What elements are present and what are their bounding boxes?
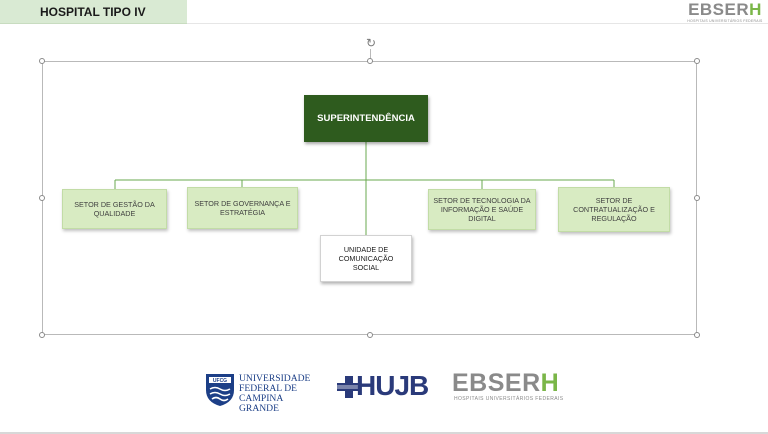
rotate-handle-stem: [370, 49, 371, 59]
ebserh-logo-suffix: H: [749, 0, 762, 19]
ufcg-shield-icon: UFCG: [206, 374, 234, 406]
hujb-logo: HUJB: [336, 370, 440, 404]
slide-title: HOSPITAL TIPO IV: [0, 0, 187, 24]
ufcg-line-2: FEDERAL DE: [239, 383, 298, 394]
resize-handle-bottom-left[interactable]: [39, 332, 45, 338]
hujb-logo-text: HUJB: [356, 370, 429, 401]
org-box-gestao-qualidade[interactable]: SETOR DE GESTÃO DA QUALIDADE: [62, 189, 167, 229]
ebserh-logo-tagline: HOSPITAIS UNIVERSITÁRIOS FEDERAIS: [687, 19, 763, 23]
resize-handle-right[interactable]: [694, 195, 700, 201]
org-box-comunicacao-social[interactable]: UNIDADE DE COMUNICAÇÃO SOCIAL: [320, 235, 412, 282]
header-divider: [187, 23, 768, 24]
ebserh-bottom-suffix: H: [540, 369, 560, 397]
hospital-cross-icon: [337, 376, 361, 398]
org-box-superintendencia[interactable]: SUPERINTENDÊNCIA: [304, 95, 428, 142]
footer-divider: [0, 432, 768, 434]
ebserh-logo-prefix: EBSER: [688, 0, 750, 19]
resize-handle-top[interactable]: [367, 58, 373, 64]
ebserh-logo-top: EBSERH HOSPITAIS UNIVERSITÁRIOS FEDERAIS: [684, 0, 766, 24]
ebserh-bottom-tagline: HOSPITAIS UNIVERSITÁRIOS FEDERAIS: [454, 396, 564, 402]
ufcg-shield-text: UFCG: [213, 378, 227, 384]
resize-handle-left[interactable]: [39, 195, 45, 201]
org-box-governanca-estrategia[interactable]: SETOR DE GOVERNANÇA E ESTRATÉGIA: [187, 187, 298, 229]
resize-handle-top-left[interactable]: [39, 58, 45, 64]
resize-handle-bottom[interactable]: [367, 332, 373, 338]
rotate-handle-icon[interactable]: ↻: [365, 36, 377, 50]
ufcg-logo: UFCG UNIVERSIDADE FEDERAL DE CAMPINA GRA…: [203, 372, 323, 414]
org-box-contratualizacao-regulacao[interactable]: SETOR DE CONTRATUALIZAÇÃO E REGULAÇÃO: [558, 187, 670, 232]
ebserh-logo-bottom: EBSERH HOSPITAIS UNIVERSITÁRIOS FEDERAIS: [452, 370, 576, 406]
ufcg-line-3: CAMPINA GRANDE: [239, 393, 283, 414]
ufcg-line-1: UNIVERSIDADE: [239, 373, 311, 384]
resize-handle-top-right[interactable]: [694, 58, 700, 64]
ebserh-bottom-prefix: EBSER: [452, 369, 541, 397]
footer-logos: UFCG UNIVERSIDADE FEDERAL DE CAMPINA GRA…: [0, 360, 768, 416]
org-box-tecnologia-informacao[interactable]: SETOR DE TECNOLOGIA DA INFORMAÇÃO E SAÚD…: [428, 189, 536, 230]
resize-handle-bottom-right[interactable]: [694, 332, 700, 338]
